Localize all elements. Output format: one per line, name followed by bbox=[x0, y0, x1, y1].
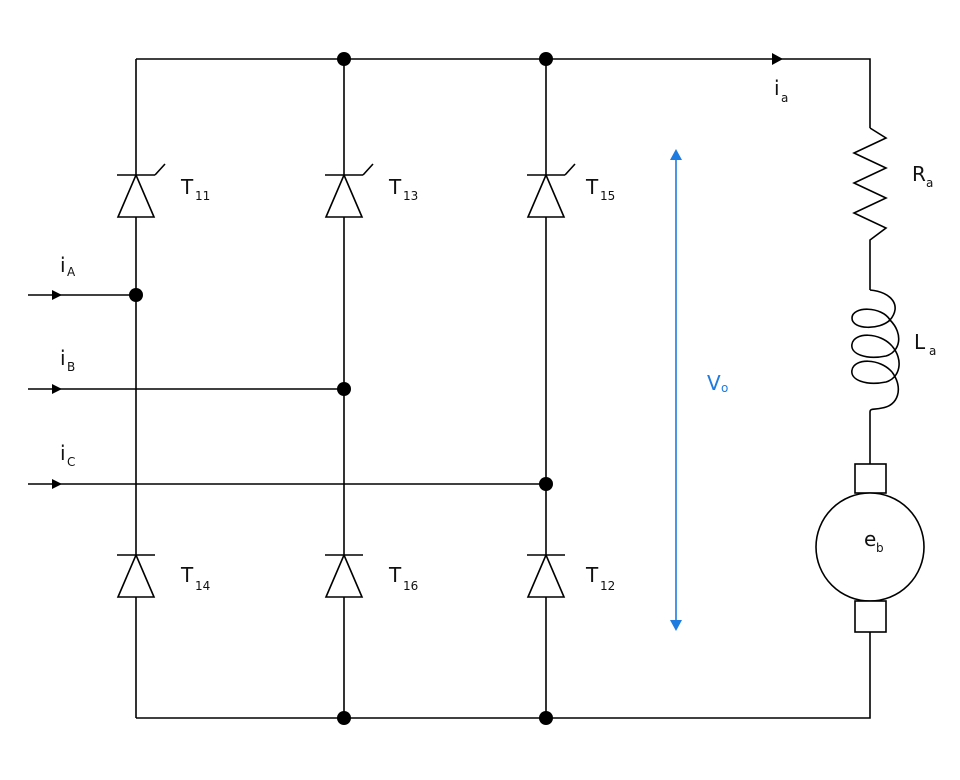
junction-dot bbox=[337, 711, 351, 725]
junction-dot bbox=[539, 477, 553, 491]
thyristor-t15-symbol bbox=[526, 163, 576, 218]
thyristor-t14-symbol bbox=[116, 552, 156, 598]
input-arrow-c bbox=[52, 479, 62, 489]
ia-arrow bbox=[772, 53, 783, 65]
thyristor-t11-symbol bbox=[116, 163, 166, 218]
input-arrow-a bbox=[52, 290, 62, 300]
junction-dot bbox=[337, 382, 351, 396]
junction-dot bbox=[337, 52, 351, 66]
junction-dot bbox=[539, 711, 553, 725]
label-vo: Vo bbox=[707, 371, 728, 395]
label-ia-armature: ia bbox=[774, 76, 788, 105]
label-ia-input: iA bbox=[60, 253, 76, 279]
top-bus-wire bbox=[136, 58, 871, 128]
bottom-bus-wire bbox=[136, 632, 871, 719]
junction-dot bbox=[129, 288, 143, 302]
inductor-la-symbol bbox=[851, 289, 900, 464]
thyristor-t12-symbol bbox=[526, 552, 566, 598]
output-voltage-arrow bbox=[670, 149, 682, 631]
resistor-ra-symbol bbox=[852, 127, 888, 290]
junction-dot bbox=[539, 52, 553, 66]
label-ib-input: iB bbox=[60, 346, 75, 374]
input-arrow-b bbox=[52, 384, 62, 394]
label-ra: Ra bbox=[912, 162, 933, 190]
thyristor-t16-symbol bbox=[324, 552, 364, 598]
label-eb: eb bbox=[864, 527, 884, 555]
thyristor-t13-symbol bbox=[324, 163, 374, 218]
label-ic-input: iC bbox=[60, 441, 75, 469]
dc-motor-symbol bbox=[815, 463, 925, 633]
